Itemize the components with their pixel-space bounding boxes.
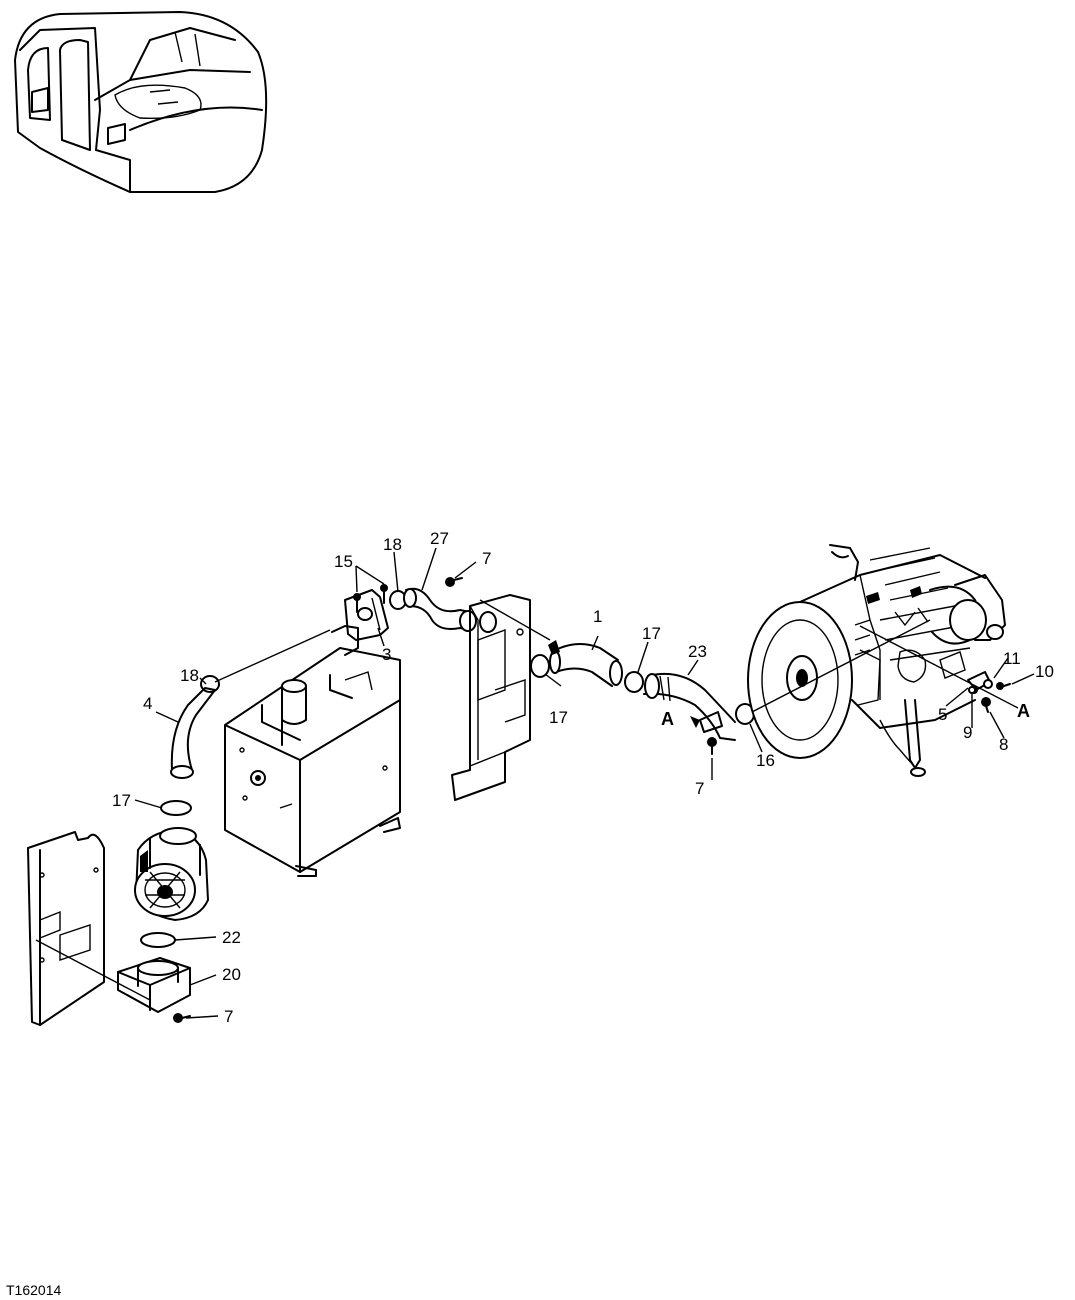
callout-3: 3 — [382, 645, 392, 664]
bolt-7-right — [707, 737, 717, 755]
clamp-22 — [140, 932, 176, 948]
callout-1: 1 — [593, 607, 603, 626]
bolt-7-top — [445, 577, 463, 587]
air-cleaner — [134, 827, 209, 921]
clamp-17-left — [160, 800, 192, 816]
callout-8: 8 — [999, 735, 1009, 754]
bolt-7-lower — [173, 1013, 191, 1023]
callout-17-mid-left: 17 — [549, 708, 568, 727]
hose-4 — [170, 687, 216, 779]
bracket-3 — [344, 589, 389, 641]
bolt-15-a — [353, 593, 361, 613]
callout-A-left: A — [661, 709, 674, 729]
ring-17-mid-right — [624, 671, 644, 693]
ring-17-mid-left — [530, 654, 550, 678]
hose-1 — [548, 640, 623, 687]
callout-10: 10 — [1035, 662, 1054, 681]
callout-18-top: 18 — [383, 535, 402, 554]
engine — [747, 544, 1006, 777]
callout-23: 23 — [688, 642, 707, 661]
hydraulic-tank — [214, 625, 401, 877]
leader-line-engine — [751, 619, 1019, 713]
bolt-15-b — [380, 584, 388, 604]
callout-18-left: 18 — [180, 666, 199, 685]
callout-20: 20 — [222, 965, 241, 984]
callout-22: 22 — [222, 928, 241, 947]
figure-id-label: T162014 — [6, 1282, 62, 1298]
callout-27: 27 — [430, 529, 449, 548]
callout-15: 15 — [334, 552, 353, 571]
bracket-panel-left — [27, 831, 151, 1026]
callout-7-bottom: 7 — [224, 1007, 234, 1026]
washer-11 — [983, 679, 993, 689]
washer-9 — [968, 686, 976, 694]
callout-9: 9 — [963, 723, 973, 742]
callout-17-mid-right: 17 — [642, 624, 661, 643]
callout-5: 5 — [938, 705, 948, 724]
bolt-10 — [996, 682, 1011, 690]
bracket-panel-middle — [451, 594, 551, 801]
callout-16: 16 — [756, 751, 775, 770]
air-cleaner-stand — [117, 957, 191, 1013]
hose-27 — [403, 587, 477, 632]
excavator-locator-icon — [14, 11, 268, 193]
callout-4: 4 — [143, 694, 153, 713]
hose-23 — [643, 672, 736, 741]
bolt-8 — [981, 697, 991, 713]
callout-A-right: A — [1017, 701, 1030, 721]
callout-17-left: 17 — [112, 791, 131, 810]
callout-7-top: 7 — [482, 549, 492, 568]
callout-11: 11 — [1003, 649, 1021, 668]
callout-7-right: 7 — [695, 779, 705, 798]
leader-lines — [134, 547, 1035, 1019]
